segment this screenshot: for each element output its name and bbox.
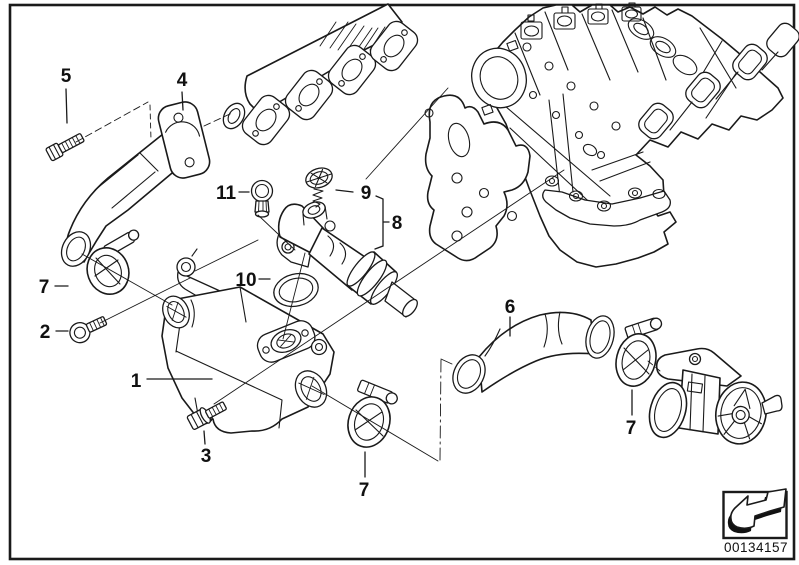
plug-11-drawing: [250, 179, 274, 218]
callout-5: 5: [61, 66, 72, 124]
callout-1: 1: [131, 371, 213, 392]
callout-7c: 7: [626, 389, 637, 439]
callout-6-label: 6: [505, 297, 516, 318]
callout-8-label: 8: [392, 213, 403, 234]
callout-7a: 7: [39, 277, 69, 298]
callout-9: 9: [335, 183, 372, 204]
callout-2: 2: [40, 322, 69, 343]
callout-1-label: 1: [131, 371, 142, 392]
exhaust-manifold-drawing: [222, 3, 419, 146]
callout-7b-label: 7: [359, 480, 370, 501]
cylinder-head-drawing: [471, 2, 799, 268]
direction-arrow-box: [722, 488, 788, 540]
callout-3: 3: [201, 430, 212, 467]
callout-11-label: 11: [216, 183, 237, 204]
callout-10: 10: [235, 270, 271, 291]
hose-clamp-7b-drawing: [347, 379, 398, 448]
spring-coil: [312, 188, 324, 208]
callout-6: 6: [505, 297, 516, 337]
callout-9-label: 9: [361, 183, 372, 204]
o-ring-drawing: [273, 272, 319, 308]
callout-7c-label: 7: [626, 418, 637, 439]
mounting-bracket-plate-drawing: [424, 94, 531, 262]
hose-clamp-7c-drawing: [615, 317, 663, 387]
callout-11: 11: [216, 183, 250, 204]
callout-5-label: 5: [61, 66, 72, 87]
bolt-5-drawing: [45, 133, 85, 162]
image-number: 00134157: [724, 540, 788, 555]
direction-arrow-icon: [727, 488, 787, 534]
callout-4-label: 4: [177, 70, 188, 91]
callout-7a-label: 7: [39, 277, 50, 298]
assembly-axis-lines: [75, 87, 661, 462]
egr-valve-drawing: [648, 347, 783, 445]
valve-body-drawing: [276, 201, 418, 318]
callouts: 5 4 11 9 8 10 7 2: [39, 66, 637, 501]
callout-4: 4: [177, 70, 188, 111]
callout-10-label: 10: [235, 270, 256, 291]
callout-8: 8: [374, 195, 403, 250]
callout-2-label: 2: [40, 322, 51, 343]
callout-7b: 7: [359, 451, 370, 501]
hose-drawing: [452, 311, 615, 394]
bolt-3-drawing: [186, 401, 227, 430]
callout-3-label: 3: [201, 446, 212, 467]
hose-clamp-7a-drawing: [86, 229, 140, 295]
egr-cooler-drawing: [161, 248, 335, 434]
egr-pipe-drawing: [60, 101, 211, 267]
screw-9-drawing: [305, 167, 333, 208]
